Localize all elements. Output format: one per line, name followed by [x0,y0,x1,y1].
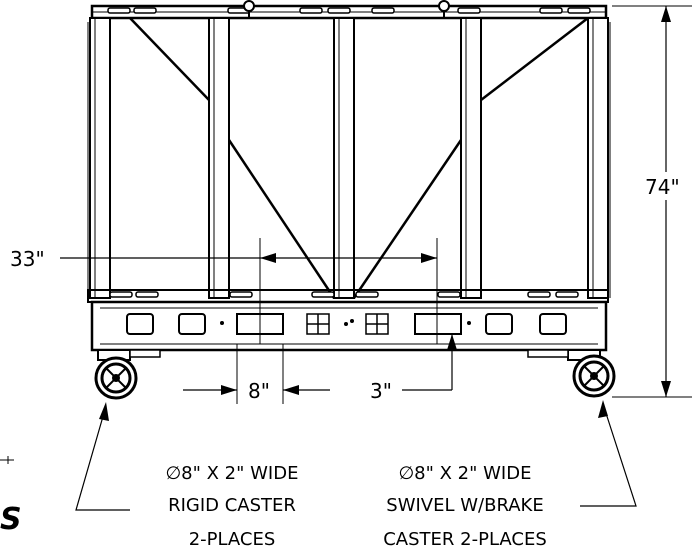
top-frame [90,0,608,20]
height-dimension-label: 74" [645,175,680,199]
rigid-caster-icon [94,349,161,400]
offset-dimension: 3" [370,334,457,403]
rigid-caster-leader [75,402,130,511]
slot-width-dimension: 8" [183,344,330,404]
rigid-caster-note-line-2: RIGID CASTER [168,495,296,516]
swivel-caster-leader [580,400,637,507]
back-panel [87,22,611,298]
swivel-caster-note-line-3: CASTER 2-PLACES [383,529,547,550]
rigid-caster-note: ∅8" X 2" WIDE RIGID CASTER 2-PLACES [166,463,299,550]
lifting-eye-icon [438,0,450,18]
diagonal-braces [129,17,589,299]
swivel-caster-note-line-2: SWIVEL W/BRAKE [386,495,543,516]
vertical-posts [89,17,609,299]
base-box [90,300,608,352]
rigid-caster-note-line-3: 2-PLACES [189,529,276,550]
lifting-eye-icon [243,0,255,18]
slot-width-label: 8" [248,379,270,403]
span-dimension: 33" [10,238,438,344]
offset-label: 3" [370,379,392,403]
fork-slot [236,313,462,335]
height-dimension: 74" [612,5,692,398]
edge-fragment-text: S [0,502,22,537]
swivel-caster-note-line-1: ∅8" X 2" WIDE [399,463,532,484]
span-dimension-label: 33" [10,247,45,271]
rigid-caster-note-line-1: ∅8" X 2" WIDE [166,463,299,484]
swivel-caster-icon [527,349,616,398]
swivel-caster-note: ∅8" X 2" WIDE SWIVEL W/BRAKE CASTER 2-PL… [383,463,547,550]
